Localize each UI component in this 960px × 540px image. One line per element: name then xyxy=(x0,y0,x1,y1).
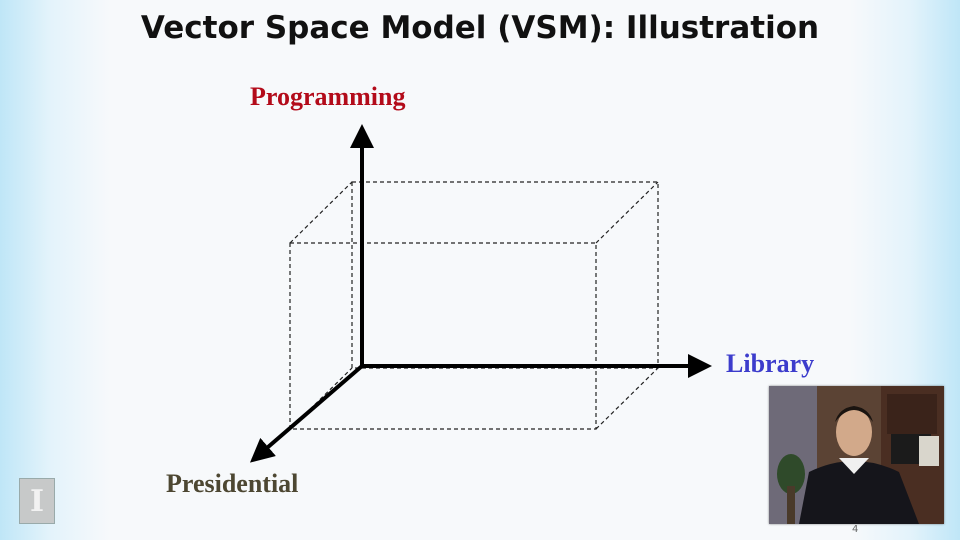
dashed-cube xyxy=(289,181,659,430)
axis-presidential-arrow xyxy=(249,364,364,463)
axis-label-library: Library xyxy=(726,349,815,378)
cube-front-face xyxy=(289,242,597,430)
axes xyxy=(249,124,712,463)
presenter-video-inset[interactable] xyxy=(769,386,944,524)
cube-edge xyxy=(595,367,659,430)
axis-label-programming: Programming xyxy=(250,82,406,111)
logo-letter: I xyxy=(29,483,45,519)
presenter-video-image xyxy=(769,386,944,524)
axis-label-presidential: Presidential xyxy=(166,469,299,498)
page-number: 4 xyxy=(852,524,859,535)
slide-title: Vector Space Model (VSM): Illustration xyxy=(140,10,820,46)
university-logo: I xyxy=(19,478,55,524)
background-decoration-left xyxy=(0,0,110,540)
cube-edge xyxy=(595,181,659,244)
cube-edge xyxy=(289,181,353,244)
cube-back-face xyxy=(351,181,659,369)
